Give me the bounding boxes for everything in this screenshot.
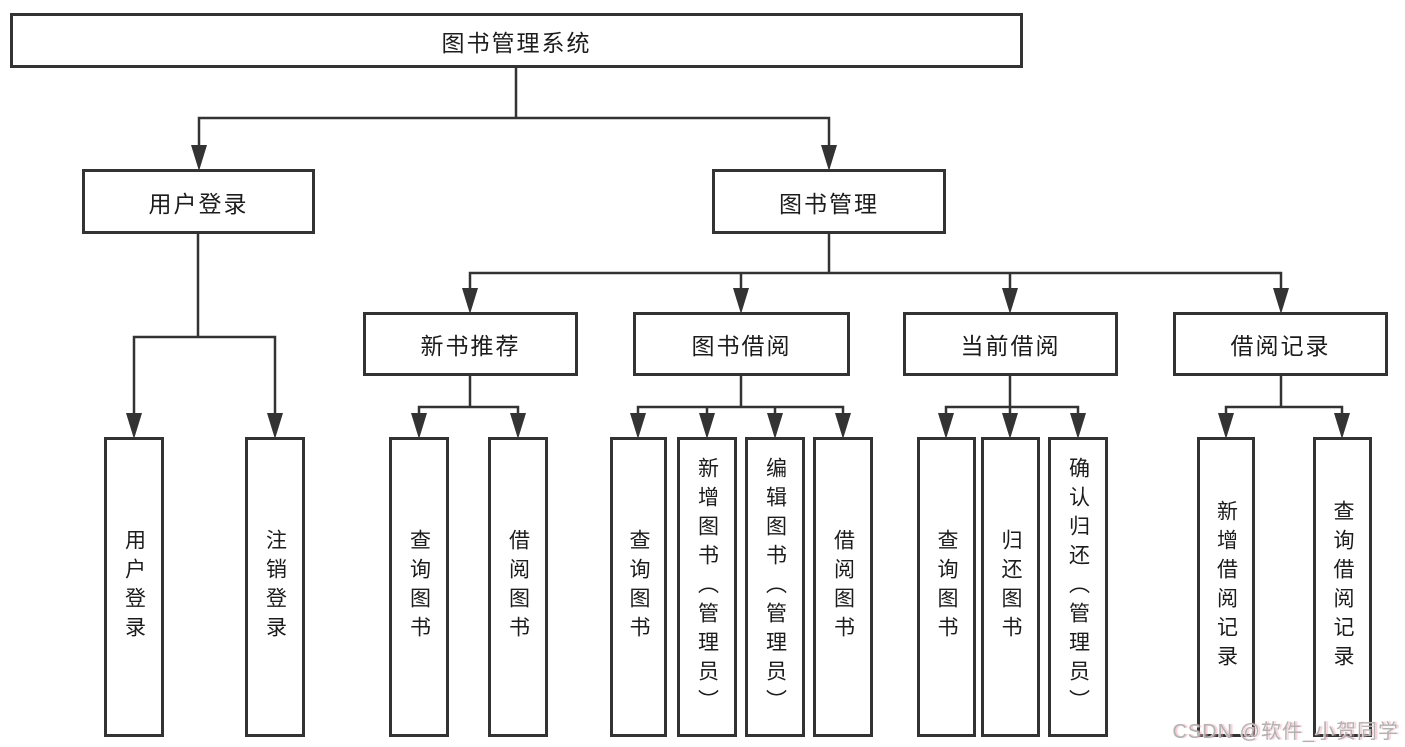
leaf-borrow-books-recommend: 借阅图书 bbox=[488, 437, 548, 737]
arrowhead bbox=[1002, 288, 1018, 314]
arrowhead bbox=[126, 413, 142, 439]
arrowhead bbox=[767, 413, 783, 439]
connector-book-management bbox=[468, 231, 1283, 295]
leaf-query-books-current: 查询图书 bbox=[917, 437, 976, 737]
node-book-management: 图书管理 bbox=[712, 169, 946, 234]
csdn-watermark: CSDN @软件_小贺同学 bbox=[1172, 721, 1399, 743]
connector-new-book bbox=[417, 373, 520, 420]
arrowhead bbox=[1002, 413, 1018, 439]
node-library-management-system: 图书管理系统 bbox=[10, 13, 1023, 68]
connector-user-login bbox=[132, 231, 277, 420]
arrowheads bbox=[126, 145, 1350, 439]
leaf-return-books: 归还图书 bbox=[981, 437, 1040, 737]
node-book-borrowing: 图书借阅 bbox=[633, 312, 850, 376]
connector-root bbox=[197, 65, 831, 152]
arrowhead bbox=[462, 288, 478, 314]
arrowhead bbox=[1273, 288, 1289, 314]
arrowhead bbox=[821, 145, 837, 171]
arrowhead bbox=[411, 413, 427, 439]
leaf-confirm-return-admin: 确认归还（管理员） bbox=[1048, 437, 1108, 737]
leaf-query-books-borrow: 查询图书 bbox=[610, 437, 667, 737]
node-current-borrowing: 当前借阅 bbox=[903, 312, 1118, 376]
connector-current-borrow bbox=[944, 373, 1080, 420]
arrowhead bbox=[191, 145, 207, 171]
leaf-add-borrow-record: 新增借阅记录 bbox=[1197, 437, 1255, 737]
arrowhead bbox=[510, 413, 526, 439]
leaf-query-books-recommend: 查询图书 bbox=[389, 437, 449, 737]
arrowhead bbox=[1334, 413, 1350, 439]
connector-borrow-records bbox=[1224, 373, 1344, 420]
node-user-login: 用户登录 bbox=[82, 169, 315, 234]
node-borrowing-records: 借阅记录 bbox=[1173, 312, 1388, 376]
arrowhead bbox=[267, 413, 283, 439]
arrowhead bbox=[835, 413, 851, 439]
connector-book-borrow bbox=[636, 373, 845, 420]
leaf-query-borrow-record: 查询借阅记录 bbox=[1313, 437, 1372, 737]
node-new-book-recommendation: 新书推荐 bbox=[363, 312, 578, 376]
arrowhead bbox=[1218, 413, 1234, 439]
leaf-user-login: 用户登录 bbox=[104, 437, 164, 737]
arrowhead bbox=[699, 413, 715, 439]
arrowhead bbox=[938, 413, 954, 439]
leaf-add-book-admin: 新增图书（管理员） bbox=[677, 437, 737, 737]
arrowhead bbox=[733, 288, 749, 314]
leaf-logout: 注销登录 bbox=[245, 437, 305, 737]
arrowhead bbox=[630, 413, 646, 439]
arrowhead bbox=[1070, 413, 1086, 439]
leaf-borrow-books: 借阅图书 bbox=[813, 437, 873, 737]
leaf-edit-book-admin: 编辑图书（管理员） bbox=[745, 437, 805, 737]
